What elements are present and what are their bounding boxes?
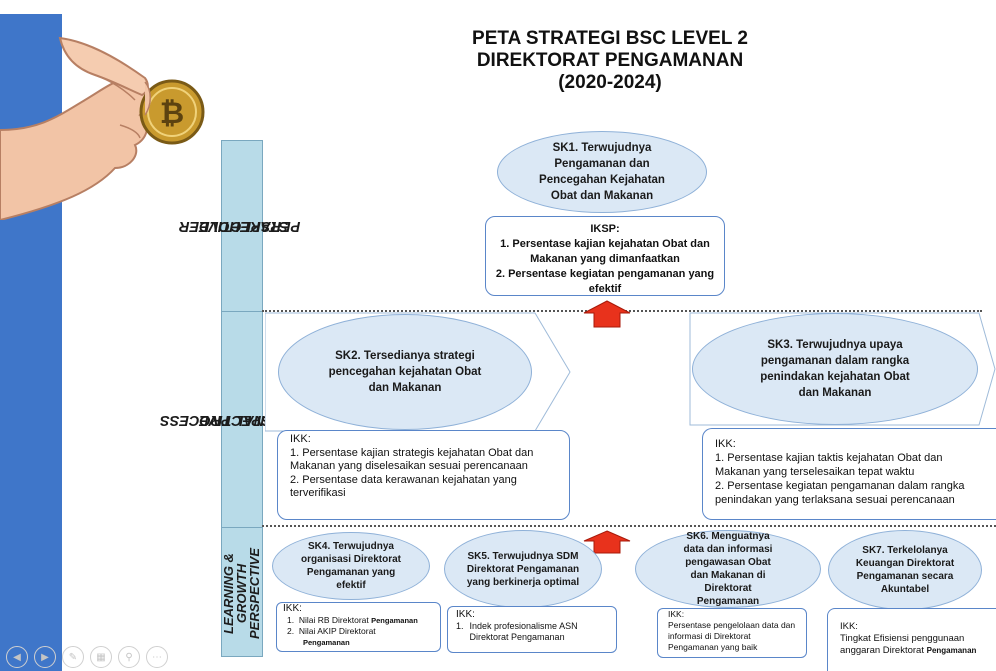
sk6-text: SK6. Menguatnya data dan informasi penga…	[683, 531, 773, 607]
sk4-ikk-item-2-text: Nilai AKIP Direktorat	[298, 626, 376, 636]
sk4-ikk-heading: IKK:	[283, 603, 302, 614]
sk3-ikk-box: IKK: 1. Persentase kajian taktis kejahat…	[702, 428, 996, 520]
title-line-2: DIREKTORAT PENGAMANAN	[476, 50, 744, 71]
sk6-ikk-heading: IKK:	[668, 609, 685, 619]
sk2-ikk-item-2: 2. Persentase data kerawanan kejahatan y…	[290, 473, 517, 500]
sk3-ikk-heading: IKK:	[715, 438, 736, 450]
learning-growth-perspective-label: LEARNING & GROWTH PERSPECTIVE	[221, 527, 263, 657]
sk7-ikk-item-1-text: Tingkat Efisiensi penggunaan anggaran Di…	[840, 633, 965, 656]
sk4-ikk-item-2-num: 2.	[287, 626, 295, 636]
sk7-ikk-box: IKK: Tingkat Efisiensi penggunaan anggar…	[827, 608, 996, 671]
left-accent-bar	[0, 0, 62, 671]
pen-icon[interactable]: ✎	[62, 646, 84, 668]
sk4-ikk-box: IKK: 1. Nilai RB Direktorat Pengamanan 2…	[276, 602, 441, 652]
sk6-objective: SK6. Menguatnya data dan informasi penga…	[635, 530, 821, 608]
sk7-ikk-item-1: Tingkat Efisiensi penggunaan anggaran Di…	[840, 633, 990, 657]
sk4-ikk-item-1-text: Nilai RB Direktorat	[298, 615, 369, 625]
more-icon[interactable]: ⋯	[146, 646, 168, 668]
sk3-objective: SK3. Terwujudnya upaya pengamanan dalam …	[692, 313, 978, 425]
sk4-text: SK4. Terwujudnya organisasi Direktorat P…	[300, 541, 402, 591]
sk5-ikk-heading: IKK:	[456, 609, 475, 620]
hand-holding-bitcoin-illustration: ₿	[0, 36, 205, 220]
sk2-ikk-box: IKK: 1. Persentase kajian strategis keja…	[277, 430, 570, 520]
prev-slide-icon[interactable]: ◀	[6, 646, 28, 668]
sk4-ikk-item-1: 1. Nilai RB Direktorat Pengamanan	[283, 615, 436, 626]
sk4-ikk-item-2-bold: Pengamanan	[303, 638, 350, 647]
page-title: PETA STRATEGI BSC LEVEL 2 DIREKTORAT PEN…	[420, 28, 800, 94]
sk3-ikk-item-2: 2. Persentase kegiatan pengamanan dalam …	[715, 480, 965, 506]
iksp-item-1: 1. Persentase kajian kejahatan Obat dan …	[500, 238, 710, 265]
sk4-ikk-item-2: 2. Nilai AKIP Direktorat Pengamanan	[283, 626, 436, 648]
up-arrow-icon	[583, 300, 631, 328]
sk7-objective: SK7. Terkelolanya Keuangan Direktorat Pe…	[828, 530, 982, 610]
sk1-text: SK1. Terwujudnya Pengamanan dan Pencegah…	[539, 142, 665, 202]
sk7-text: SK7. Terkelolanya Keuangan Direktorat Pe…	[855, 545, 955, 595]
title-line-1: PETA STRATEGI BSC LEVEL 2	[472, 28, 748, 49]
sk2-text: SK2. Tersedianya strategi pencegahan kej…	[328, 350, 482, 394]
svg-text:₿: ₿	[160, 96, 184, 131]
iksp-heading: IKSP:	[590, 223, 620, 235]
sk5-ikk-item-1-text: Indek profesionalisme ASN Direktorat Pen…	[469, 621, 578, 642]
up-arrow-icon-2	[583, 530, 631, 554]
sk5-objective: SK5. Terwujudnya SDM Direktorat Pengaman…	[444, 530, 602, 608]
learning-line-3: PERSPECTIVE	[247, 547, 262, 640]
divider-internal-learning	[262, 525, 996, 527]
sk5-ikk-box: IKK: 1. Indek profesionalisme ASN Direkt…	[447, 606, 617, 653]
sk6-ikk-box: IKK: Persentase pengelolaan data dan inf…	[657, 608, 807, 658]
sk6-ikk-item-1: Persentase pengelolaan data dan informas…	[668, 620, 796, 652]
sk7-ikk-heading: IKK:	[840, 621, 858, 632]
sk2-ikk-heading: IKK:	[290, 433, 311, 445]
stakeholder-line-2: PERSPECTIVE	[199, 218, 301, 234]
sk2-objective: SK2. Tersedianya strategi pencegahan kej…	[278, 314, 532, 430]
sk4-ikk-item-1-num: 1.	[287, 615, 295, 625]
sk4-ikk-item-1-bold: Pengamanan	[371, 616, 418, 625]
sk3-ikk-item-1: 1. Persentase kajian taktis kejahatan Ob…	[715, 452, 943, 478]
next-slide-icon[interactable]: ▶	[34, 646, 56, 668]
sk4-objective: SK4. Terwujudnya organisasi Direktorat P…	[272, 532, 430, 600]
title-line-3: (2020-2024)	[558, 72, 662, 93]
sk2-ikk-item-1: 1. Persentase kajian strategis kejahatan…	[290, 446, 534, 473]
iksp-item-2: 2. Persentase kegiatan pengamanan yang e…	[495, 268, 715, 295]
left-bar-top-gap	[0, 0, 62, 14]
bitcoin-coin-icon	[139, 79, 205, 145]
sk5-ikk-item-1: 1. Indek profesionalisme ASN Direktorat …	[456, 621, 610, 643]
sk1-objective: SK1. Terwujudnya Pengamanan dan Pencegah…	[497, 131, 707, 213]
sk3-text: SK3. Terwujudnya upaya pengamanan dalam …	[760, 339, 910, 399]
slides-icon[interactable]: ▦	[90, 646, 112, 668]
iksp-box: IKSP: 1. Persentase kajian kejahatan Oba…	[485, 216, 725, 296]
sk7-ikk-item-1-bold: Pengamanan	[926, 646, 977, 655]
sk5-text: SK5. Terwujudnya SDM Direktorat Pengaman…	[466, 550, 580, 588]
zoom-icon[interactable]: ⚲	[118, 646, 140, 668]
sk5-ikk-item-1-num: 1.	[456, 621, 464, 631]
